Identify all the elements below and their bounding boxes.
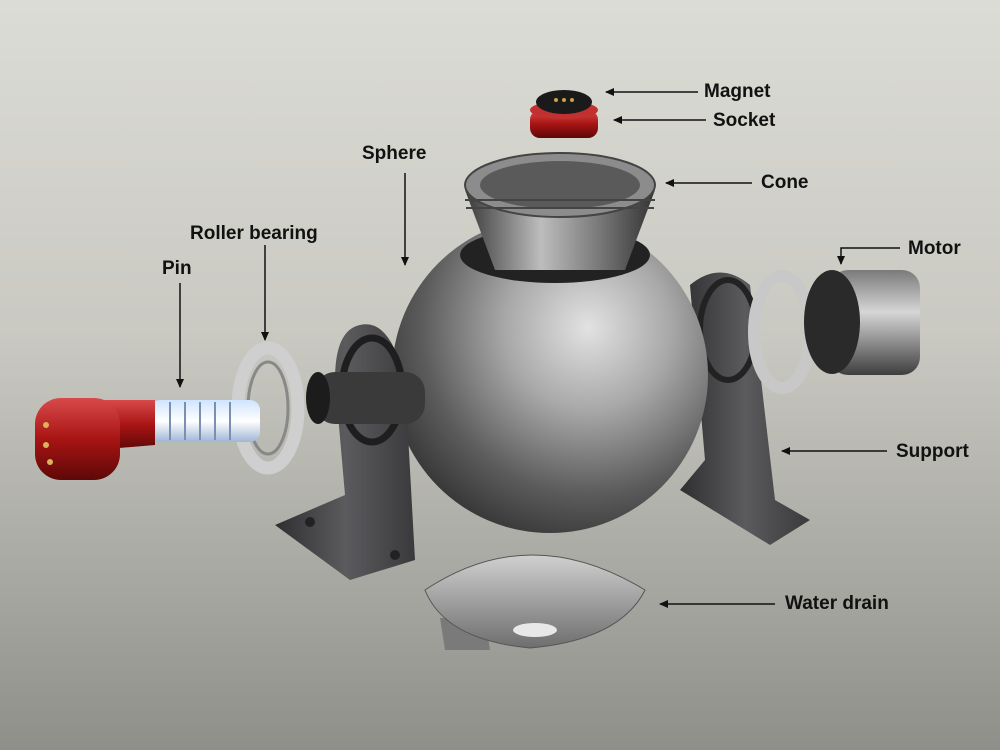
cone-label: Cone	[761, 172, 809, 193]
pin-part	[35, 398, 260, 480]
magnet-label: Magnet	[704, 81, 771, 102]
support-left	[275, 324, 415, 580]
leader-arrows	[176, 88, 900, 608]
water-drain-label: Water drain	[785, 593, 889, 614]
sphere-label: Sphere	[362, 143, 427, 164]
magnet-part	[536, 90, 592, 114]
motor-part	[804, 270, 920, 375]
water-drain-part	[424, 554, 646, 650]
motor-arrow	[837, 247, 900, 265]
cone-part	[464, 152, 656, 270]
motor-label: Motor	[908, 238, 961, 259]
pin-label: Pin	[162, 258, 192, 279]
support-label: Support	[896, 441, 969, 462]
roller-bearing-right	[748, 270, 816, 394]
socket-label: Socket	[713, 110, 776, 131]
roller-bearing-label: Roller bearing	[190, 223, 318, 244]
shaft-left	[306, 372, 425, 424]
